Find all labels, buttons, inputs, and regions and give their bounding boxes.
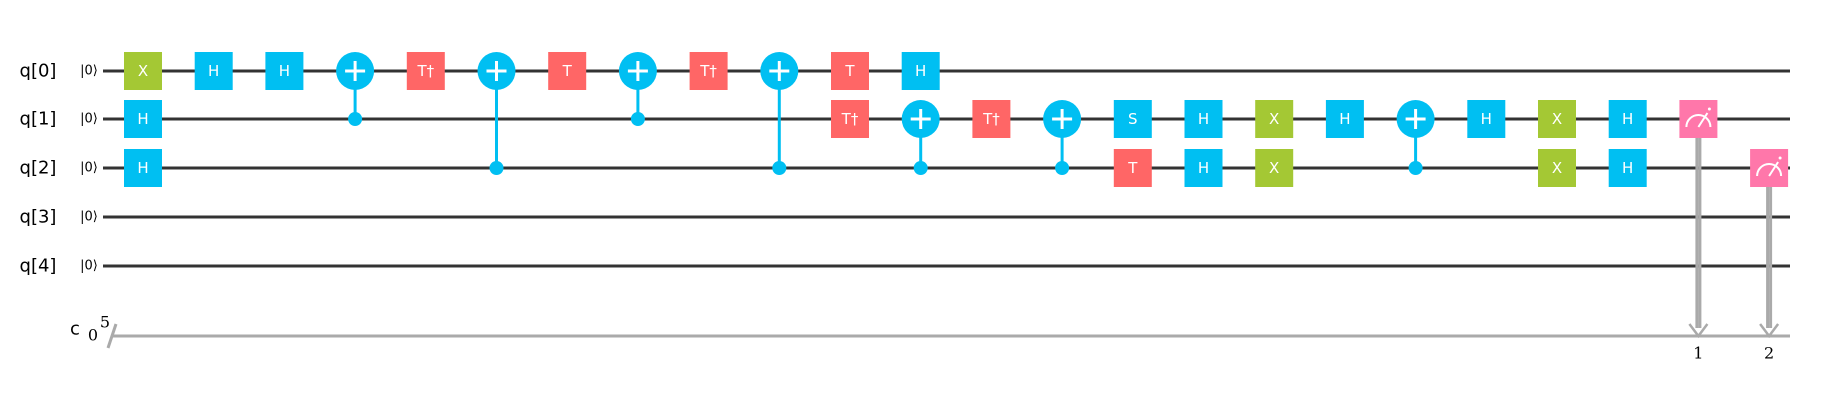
qubit-init-state-0: |0⟩ bbox=[80, 64, 98, 79]
measure-bit-index: 1 bbox=[1693, 344, 1703, 363]
gate-x-label: X bbox=[138, 62, 148, 80]
qubit-init-state-1: |0⟩ bbox=[80, 112, 98, 127]
gate-tdg-label: T† bbox=[841, 110, 859, 128]
meter-mark bbox=[1707, 107, 1711, 111]
measure-gate bbox=[1750, 149, 1789, 187]
meter-needle bbox=[1768, 161, 1779, 177]
qubit-label-2: q[2] bbox=[20, 158, 57, 179]
gate-tdg-label: T† bbox=[699, 62, 717, 80]
gate-h-label: H bbox=[1481, 110, 1492, 128]
cnot-control-dot bbox=[913, 161, 928, 175]
qubit-init-state-2: |0⟩ bbox=[80, 161, 98, 176]
classical-init-value: 0 bbox=[88, 326, 98, 345]
gate-h-label: H bbox=[1622, 159, 1633, 177]
classical-size: 5 bbox=[100, 313, 110, 332]
gate-tdg bbox=[831, 100, 869, 138]
measure-arrow bbox=[1688, 323, 1709, 339]
gate-x-label: X bbox=[1552, 110, 1562, 128]
qubit-label-3: q[3] bbox=[20, 207, 57, 228]
measure-gate bbox=[1679, 100, 1718, 138]
qubit-init-state-3: |0⟩ bbox=[80, 210, 98, 225]
measure-bit-index: 2 bbox=[1764, 344, 1774, 363]
gate-x-label: X bbox=[1552, 159, 1562, 177]
qubit-label-1: q[1] bbox=[20, 109, 57, 130]
gate-h-label: H bbox=[279, 62, 290, 80]
gate-h bbox=[194, 52, 233, 90]
meter-icon bbox=[1756, 163, 1783, 177]
gate-h bbox=[265, 52, 304, 90]
gate-h bbox=[124, 100, 162, 138]
cnot-control-dot bbox=[489, 161, 504, 175]
gate-h bbox=[124, 149, 162, 187]
gate-h-label: H bbox=[1622, 110, 1633, 128]
gate-t-label: T bbox=[1127, 159, 1138, 177]
gate-h bbox=[1184, 100, 1223, 138]
qubit-label-0: q[0] bbox=[20, 61, 57, 82]
gate-h-label: H bbox=[1339, 110, 1350, 128]
gate-h-label: H bbox=[1198, 159, 1209, 177]
cnot-control-dot bbox=[348, 112, 363, 126]
meter-needle bbox=[1697, 112, 1709, 128]
cnot-control-dot bbox=[1408, 161, 1423, 175]
gate-x bbox=[1538, 100, 1576, 138]
qubit-label-4: q[4] bbox=[20, 256, 57, 277]
gate-tdg bbox=[406, 52, 445, 90]
gate-tdg-label: T† bbox=[982, 110, 1000, 128]
gate-s bbox=[1113, 100, 1152, 138]
cnot-control-dot bbox=[772, 161, 787, 175]
cnot-control-dot bbox=[1055, 161, 1070, 175]
gate-x-label: X bbox=[1269, 159, 1279, 177]
gate-x-label: X bbox=[1269, 110, 1279, 128]
gate-h bbox=[1325, 100, 1364, 138]
gate-h-label: H bbox=[208, 62, 219, 80]
gate-h bbox=[1608, 100, 1647, 138]
gate-h-label: H bbox=[915, 62, 926, 80]
gate-t-label: T bbox=[562, 62, 573, 80]
gate-t bbox=[548, 52, 587, 90]
gate-h bbox=[901, 52, 940, 90]
gate-t bbox=[831, 52, 869, 90]
gate-x bbox=[1255, 149, 1294, 187]
gate-h bbox=[1184, 149, 1223, 187]
gate-t bbox=[1113, 149, 1152, 187]
meter-mark bbox=[1778, 156, 1782, 160]
measure-arrow bbox=[1759, 323, 1780, 339]
gate-h-label: H bbox=[137, 110, 148, 128]
gate-s-label: S bbox=[1128, 110, 1138, 128]
classical-bus-slash bbox=[106, 323, 118, 349]
gate-h-label: H bbox=[137, 159, 148, 177]
gate-x bbox=[1538, 149, 1576, 187]
cnot-control-dot bbox=[630, 112, 645, 126]
gate-h-label: H bbox=[1198, 110, 1209, 128]
classical-label: c bbox=[70, 319, 80, 340]
gate-x bbox=[1255, 100, 1294, 138]
meter-icon bbox=[1685, 114, 1712, 128]
gate-t-label: T bbox=[844, 62, 855, 80]
qubit-init-state-4: |0⟩ bbox=[80, 259, 98, 274]
gate-tdg bbox=[689, 52, 728, 90]
gate-tdg bbox=[972, 100, 1011, 138]
gate-h bbox=[1608, 149, 1647, 187]
gate-h bbox=[1467, 100, 1506, 138]
gate-tdg-label: T† bbox=[416, 62, 434, 80]
gate-x bbox=[124, 52, 162, 90]
